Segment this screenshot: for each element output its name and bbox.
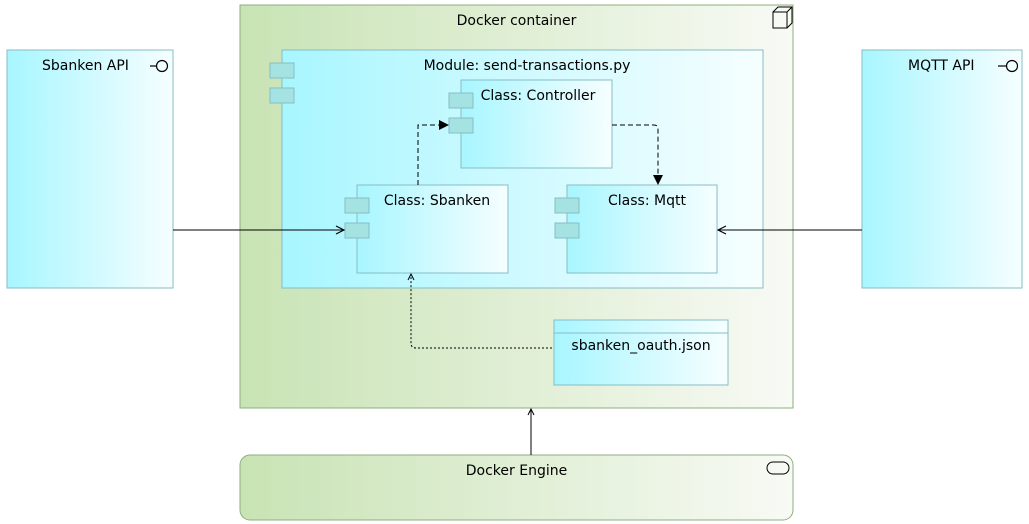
sbanken-api-box: Sbanken API <box>6 49 174 289</box>
oauth-to-sbanken-arrow <box>411 274 552 349</box>
module-label: Module: send-transactions.py <box>424 58 631 74</box>
sbanken-class-label: Class: Sbanken <box>384 193 490 209</box>
connections <box>173 120 862 455</box>
docker-engine-label: Docker Engine <box>466 463 567 479</box>
component-icon <box>448 92 474 134</box>
sbanken-api-label: Sbanken API <box>42 58 129 74</box>
docker-engine-box: Docker Engine <box>239 454 794 521</box>
mqtt-api-box: MQTT API <box>861 49 1023 289</box>
sbanken-class-box: Class: Sbanken <box>344 184 509 274</box>
sbanken-to-controller-arrow <box>417 120 449 185</box>
mqtt-api-label: MQTT API <box>908 58 975 74</box>
component-icon <box>269 62 295 104</box>
docker-container-label: Docker container <box>457 13 577 29</box>
interface-icon <box>998 59 1019 73</box>
component-icon <box>344 197 370 239</box>
controller-class-box: Class: Controller <box>448 79 613 169</box>
component-icon <box>554 197 580 239</box>
oauth-file-box: sbanken_oauth.json <box>553 319 729 386</box>
controller-class-label: Class: Controller <box>481 88 596 104</box>
oauth-file-label: sbanken_oauth.json <box>571 338 710 354</box>
mqtt-class-label: Class: Mqtt <box>608 193 686 209</box>
controller-to-mqtt-arrow <box>612 124 663 185</box>
node-cube-icon <box>772 6 793 29</box>
system-software-icon <box>766 461 790 475</box>
mqtt-class-box: Class: Mqtt <box>554 184 718 274</box>
interface-icon <box>150 59 169 73</box>
